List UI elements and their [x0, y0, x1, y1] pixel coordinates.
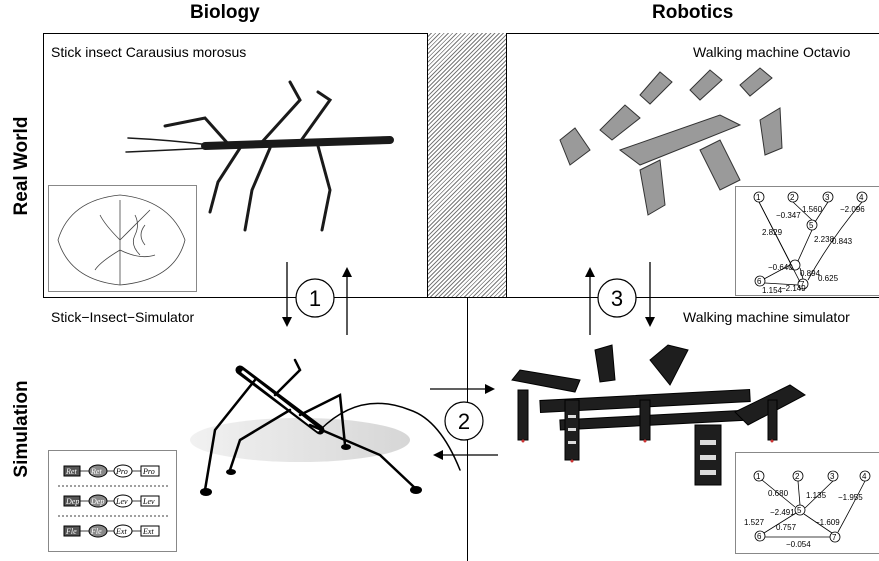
arrow-2-label: 2	[458, 409, 470, 434]
arrow-1-label: 1	[309, 286, 321, 311]
arrow-3-label: 3	[611, 286, 623, 311]
